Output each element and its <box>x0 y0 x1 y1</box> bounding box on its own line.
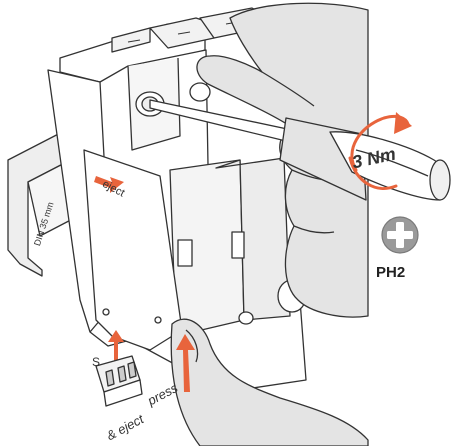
push-arrow-icon <box>108 330 195 392</box>
eject-arrow-icon <box>94 176 124 193</box>
lower-hand <box>170 318 369 446</box>
screwdriver <box>149 99 451 201</box>
terminal-blocks <box>59 7 263 83</box>
plug-label: S <box>92 355 101 369</box>
phillips-bit-icon <box>381 216 419 254</box>
module-front-panel <box>83 149 183 351</box>
connector-plug <box>95 355 143 407</box>
bit-type-label: PH2 <box>376 264 406 281</box>
protection-modules <box>169 157 307 337</box>
rotation-arrow-icon <box>348 112 412 190</box>
